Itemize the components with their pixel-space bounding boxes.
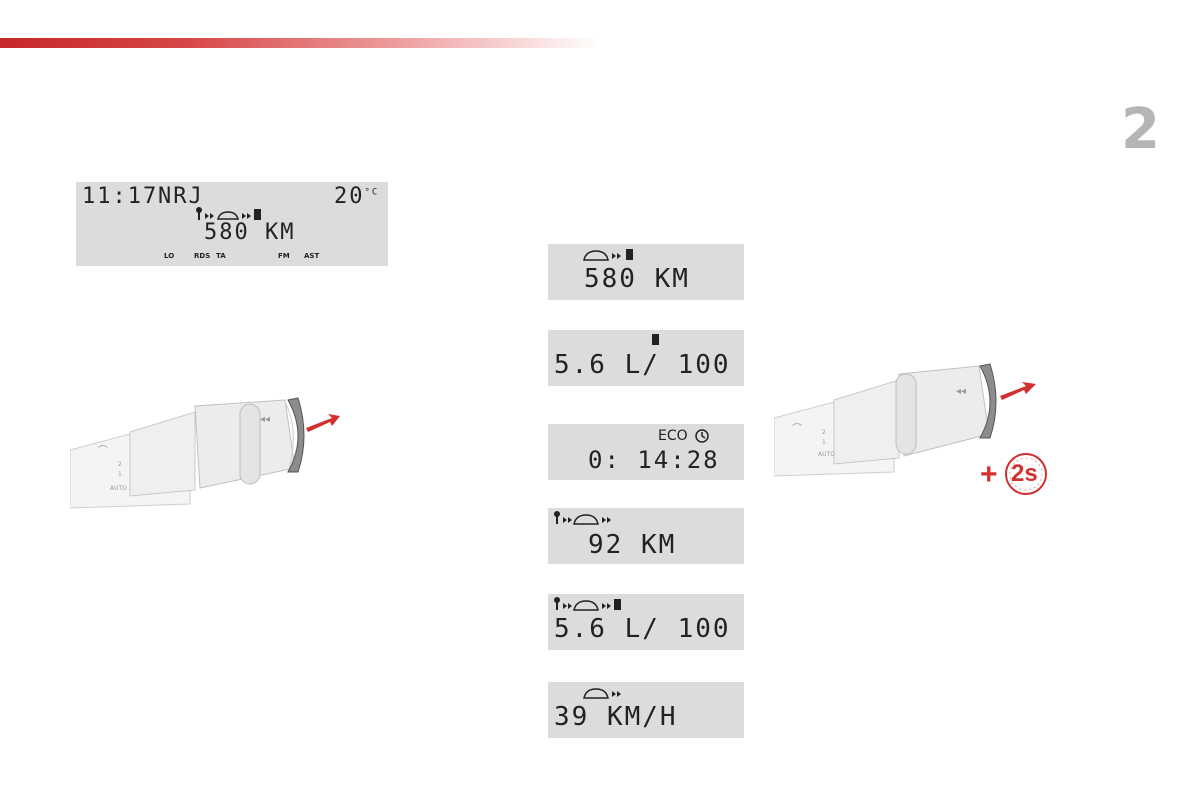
- eco-label: ECO: [658, 428, 688, 444]
- svg-text:◂◂: ◂◂: [260, 414, 270, 425]
- trip-screen-distance: 92 KM: [548, 508, 744, 564]
- trip-screen-avg-speed: 39 KM/H: [548, 682, 744, 738]
- pin-to-car-icon: [554, 511, 611, 525]
- wiper-stalk-illustration-right: ◂◂ ⌒ 2 1 AUTO: [774, 363, 1036, 477]
- trip-screen-range: 580 KM: [548, 244, 744, 300]
- wiper-stalk-illustration-left: ◂◂ ⌒ 2 1 AUTO: [70, 397, 340, 509]
- plus-sign: +: [980, 458, 998, 491]
- svg-text:2: 2: [118, 461, 122, 468]
- hold-duration-badge: + 2s: [980, 453, 1076, 496]
- trip-screen-stop-start: ECO 0: 14:28: [548, 424, 744, 480]
- indicator-lo: LO: [164, 252, 175, 260]
- svg-text:⌒: ⌒: [792, 423, 802, 435]
- svg-text:1: 1: [822, 439, 826, 446]
- multifunction-screen: 11:17 NRJ 20°C 580 KM LO RDS TA FM AST: [76, 182, 388, 266]
- indicator-fm: FM: [278, 252, 290, 260]
- indicator-ta: TA: [216, 252, 226, 260]
- fuel-icon: [652, 334, 659, 345]
- screen-range: 580 KM: [204, 220, 296, 245]
- indicator-ast: AST: [304, 252, 320, 260]
- duration-label: 2s: [1011, 460, 1038, 487]
- timer-circle-icon: [1005, 453, 1047, 495]
- trip-screen-avg-consumption-value: 5.6 L/ 100: [554, 614, 731, 644]
- svg-text:2: 2: [822, 429, 826, 436]
- screen-time: 11:17: [82, 184, 159, 209]
- car-to-fuel-icon: [583, 249, 633, 261]
- trip-screen-distance-value: 92 KM: [588, 530, 677, 560]
- trip-screen-avg-speed-value: 39 KM/H: [554, 702, 678, 732]
- pin-car-fuel-icon: [554, 597, 621, 611]
- chapter-number: 2: [1121, 97, 1160, 162]
- car-speed-icon: [583, 688, 621, 699]
- screen-station: NRJ: [158, 184, 204, 209]
- svg-text:AUTO: AUTO: [110, 485, 127, 492]
- trip-icons: [196, 207, 261, 220]
- trip-screen-avg-consumption: 5.6 L/ 100: [548, 594, 744, 650]
- svg-text:⌒: ⌒: [98, 445, 108, 457]
- trip-screen-consumption-value: 5.6 L/ 100: [554, 350, 731, 380]
- trip-screen-consumption: 5.6 L/ 100: [548, 330, 744, 386]
- clock-icon: [695, 429, 709, 443]
- trip-screen-stop-start-value: 0: 14:28: [588, 446, 720, 474]
- svg-text:◂◂: ◂◂: [956, 386, 966, 397]
- header-accent-bar: [0, 38, 600, 48]
- svg-text:AUTO: AUTO: [818, 451, 835, 458]
- svg-text:1: 1: [118, 471, 122, 478]
- trip-screen-range-value: 580 KM: [584, 264, 690, 294]
- screen-temperature: 20°C: [334, 184, 380, 209]
- indicator-rds: RDS: [194, 252, 211, 260]
